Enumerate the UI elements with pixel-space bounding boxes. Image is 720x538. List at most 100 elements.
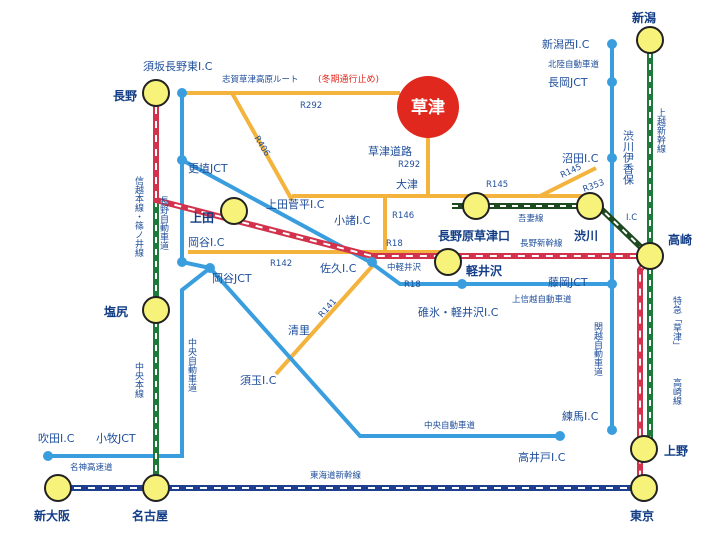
label-r292b: R292 (398, 160, 420, 170)
orange-roads (182, 91, 597, 376)
station-nagoya (142, 474, 170, 502)
label-chuoexp-v: 中央自動車道 (186, 337, 197, 393)
road-r406 (230, 92, 294, 201)
label-otsu: 大津 (396, 177, 418, 191)
station-shibukawa (576, 192, 604, 220)
ic-dot-nerima (607, 425, 617, 435)
ic-dot-okayajct (205, 263, 215, 273)
label-shibukawaikaho: 渋川伊香保 (622, 130, 635, 186)
station-takasaki (636, 242, 664, 270)
label-nagaoka: 長岡JCT (548, 76, 588, 89)
label-kiyosato: 清里 (288, 324, 310, 337)
station-ueno (630, 435, 658, 463)
destination-circle (397, 76, 459, 138)
ic-dots (43, 39, 617, 461)
label-ueno: 上野 (664, 443, 688, 458)
label-chuo-v: 中央本線 (133, 361, 144, 398)
ic-dot-numata (607, 153, 617, 163)
label-r292a: R292 (300, 101, 322, 111)
label-takaido: 高井戸I.C (518, 450, 566, 464)
label-agatsuma: 吾妻線 (518, 213, 544, 224)
station-karuizawa (434, 248, 462, 276)
label-tokaido: 東海道新幹線 (310, 470, 362, 481)
label-shiga: 志賀草津高原ルート (222, 74, 299, 85)
label-naganoexp-v: 長野自動車道 (158, 196, 169, 251)
label-joshinetsu: 上信越自動車道 (512, 294, 572, 305)
station-shinosaka (44, 474, 72, 502)
ic-dot-takaido (555, 431, 565, 441)
label-numata: 沼田I.C (562, 151, 599, 165)
label-nerima: 練馬I.C (562, 409, 599, 423)
ic-dot-saku (367, 257, 377, 267)
label-koshoku: 更埴JCT (188, 161, 228, 175)
label-shinosaka: 新大阪 (34, 508, 71, 523)
label-fujioka: 藤岡JCT (548, 276, 588, 289)
label-takasaki: 高崎 (668, 232, 692, 247)
nagano-shinkansen (153, 93, 656, 488)
label-r146: R146 (392, 211, 414, 221)
station-tokyo (630, 474, 658, 502)
label-chuo-exp: 中央自動車道 (424, 420, 476, 431)
label-nagoya: 名古屋 (132, 508, 168, 523)
ic-labels: 須坂長野東I.C 更埴JCT 上田菅平I.C 小諸I.C 岡谷I.C 岡谷JCT… (38, 37, 637, 464)
label-uedasugadaira: 上田菅平I.C (266, 198, 325, 211)
label-hokuriku: 北陸自動車道 (548, 59, 600, 70)
label-kusatsudoro: 草津道路 (368, 144, 412, 158)
label-shiojiri: 塩尻 (104, 304, 128, 319)
label-suzaka: 須坂長野東I.C (143, 60, 213, 73)
label-meishin: 名神高速道 (70, 462, 113, 473)
label-komaki: 小牧JCT (96, 431, 136, 445)
ic-dot-suzaka (177, 88, 187, 98)
label-ueda: 上田 (190, 210, 214, 225)
road-r141 (274, 260, 378, 376)
stations (44, 26, 664, 502)
label-naganohara: 長野原草津口 (438, 228, 510, 243)
label-r142: R142 (270, 259, 292, 269)
label-nagano: 長野 (113, 88, 137, 103)
label-komoro: 小諸I.C (334, 213, 371, 227)
label-r18a: R18 (386, 239, 403, 249)
label-tokyo: 東京 (630, 508, 654, 523)
label-r406: R406 (251, 134, 271, 158)
label-usui: 碓氷・軽井沢I.C (418, 305, 499, 319)
label-takasaki-v: 高崎線 (671, 377, 682, 405)
label-kanetsu-v: 関越自動車道 (592, 322, 603, 377)
ic-dot-nagaoka (607, 77, 617, 87)
station-nagano (142, 79, 170, 107)
label-suita: 吹田I.C (38, 432, 75, 445)
label-joetsu-v: 上越新幹線 (655, 108, 666, 153)
station-ueda (220, 197, 248, 225)
label-niigatanishi: 新潟西I.C (542, 37, 590, 51)
label-saku: 佐久I.C (320, 261, 357, 275)
label-karuizawa: 軽井沢 (466, 263, 503, 278)
label-r18b: R18 (404, 280, 421, 290)
label-nakakaruizawa: 中軽井沢 (387, 262, 422, 273)
ic-dot-fujioka (607, 279, 617, 289)
road-to-numata (539, 166, 597, 198)
ic-dot-usui (457, 279, 467, 289)
label-r145a: R145 (486, 180, 508, 190)
station-niigata (636, 26, 664, 54)
label-ic-suffix: I.C (626, 213, 637, 223)
label-nagano-shinkansen: 長野新幹線 (520, 238, 563, 249)
vertical-route-labels: 長野自動車道 信越本線・篠ノ井線 中央本線 中央自動車道 関越自動車道 上越新幹… (133, 108, 682, 405)
label-okaya: 岡谷I.C (188, 236, 225, 249)
label-tokkyu-v: 特急「草津」 (671, 295, 682, 350)
ic-dot-koshoku (177, 155, 187, 165)
label-shibukawa: 渋川 (574, 228, 598, 243)
destination-kusatsu[interactable]: 草津 (397, 76, 459, 138)
chuo-expressway-main (208, 266, 562, 438)
destination-label: 草津 (411, 97, 445, 118)
ic-dot-niigatanishi (607, 39, 617, 49)
label-winter: (冬期通行止め) (318, 73, 379, 85)
label-niigata: 新潟 (632, 10, 656, 25)
station-naganohara (462, 192, 490, 220)
label-r353: R353 (582, 178, 606, 195)
label-sudama: 須玉I.C (240, 374, 277, 387)
label-okayajct: 岡谷JCT (212, 272, 252, 285)
station-shiojiri (142, 296, 170, 324)
station-labels: 長野 上田 塩尻 名古屋 新大阪 新潟 高崎 上野 東京 軽井沢 渋川 長野原草… (34, 10, 692, 523)
chuo-expressway-west (46, 266, 212, 458)
ic-dot-suita (43, 451, 53, 461)
